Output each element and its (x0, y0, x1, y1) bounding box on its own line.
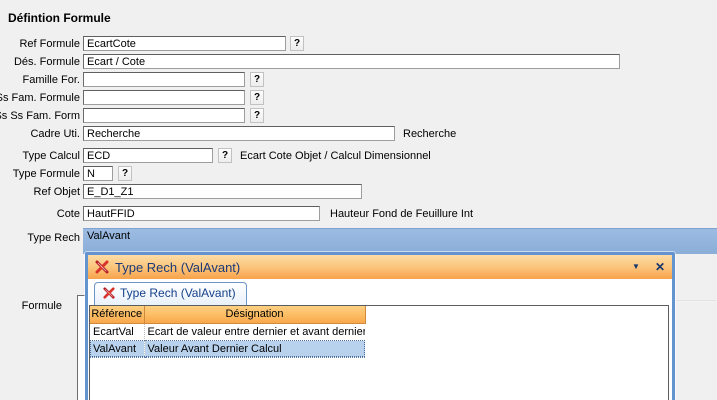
formule-field-edge (676, 300, 716, 302)
field-label: Famille For. (22, 74, 80, 86)
field-label: Cote (56, 208, 80, 220)
page-title: Défintion Formule (8, 11, 111, 25)
popup-tabstrip: Type Rech (ValAvant) (88, 279, 672, 305)
popup-window: Type Rech (ValAvant) ▼ ✕ Type Rech (ValA… (85, 252, 675, 400)
form-row-ss-ss-fam-form: Ss Ss Fam. Form ? (0, 108, 717, 124)
form-row-ref-formule: Ref Formule EcartCote ? (0, 36, 717, 52)
cell-reference[interactable]: EcartVal (90, 323, 145, 341)
form-row-cadre-uti: Cadre Uti. Recherche Recherche (0, 126, 717, 142)
cadre-uti-description: Recherche (403, 128, 457, 140)
cote-description: Hauteur Fond de Feuillure Int (330, 208, 474, 220)
type-formule-field[interactable]: N (83, 166, 113, 181)
tab-type-rech[interactable]: Type Rech (ValAvant) (94, 282, 247, 305)
field-label: Ss Ss Fam. Form (0, 110, 80, 122)
help-button[interactable]: ? (250, 108, 264, 123)
table-row[interactable]: EcartVal Ecart de valeur entre dernier e… (90, 323, 365, 341)
type-calcul-description: Ecart Cote Objet / Calcul Dimensionnel (240, 150, 431, 162)
field-label: Type Formule (12, 168, 80, 180)
field-label: Dés. Formule (13, 56, 80, 68)
field-label: Ref Formule (19, 38, 80, 50)
tab-label: Type Rech (ValAvant) (120, 286, 236, 300)
form-row-cote: Cote HautFFID Hauteur Fond de Feuillure … (0, 206, 717, 222)
column-header-reference[interactable]: Référence (90, 306, 145, 324)
help-button[interactable]: ? (250, 72, 264, 87)
type-rech-table: Référence Désignation EcartVal Ecart de … (90, 306, 366, 358)
famille-for-field[interactable] (83, 72, 245, 87)
popup-content-panel: Référence Désignation EcartVal Ecart de … (89, 305, 669, 400)
form-row-des-formule: Dés. Formule Ecart / Cote (0, 54, 717, 70)
form-row-type-calcul: Type Calcul ECD ? Ecart Cote Objet / Cal… (0, 148, 717, 164)
cote-field[interactable]: HautFFID (83, 206, 320, 221)
cell-designation[interactable]: Ecart de valeur entre dernier et avant d… (144, 323, 365, 341)
field-label: Type Calcul (22, 150, 80, 162)
help-button[interactable]: ? (218, 148, 232, 163)
ref-formule-field[interactable]: EcartCote (83, 36, 286, 51)
formule-label: Formule (21, 300, 62, 312)
field-label: Ref Objet (33, 186, 80, 198)
form-row-type-formule: Type Formule N ? (0, 166, 717, 182)
formule-textarea[interactable] (77, 295, 85, 400)
table-row-selected[interactable]: ValAvant Valeur Avant Dernier Calcul (90, 340, 365, 358)
tools-icon (103, 287, 115, 299)
ss-ss-fam-form-field[interactable] (83, 108, 245, 123)
form-row-ref-objet: Ref Objet E_D1_Z1 (0, 184, 717, 200)
cell-designation[interactable]: Valeur Avant Dernier Calcul (144, 340, 365, 358)
close-icon[interactable]: ✕ (654, 260, 665, 274)
field-label: Ss Fam. Formule (0, 92, 80, 104)
form-row-famille-for: Famille For. ? (0, 72, 717, 88)
help-button[interactable]: ? (250, 90, 264, 105)
form-row-ss-fam-formule: Ss Fam. Formule ? (0, 90, 717, 106)
des-formule-field[interactable]: Ecart / Cote (83, 54, 620, 69)
help-button[interactable]: ? (118, 166, 132, 181)
table-header-row: Référence Désignation (90, 306, 366, 324)
ss-fam-formule-field[interactable] (83, 90, 245, 105)
cadre-uti-field[interactable]: Recherche (83, 126, 395, 141)
field-label: Type Rech (27, 232, 80, 244)
popup-titlebar[interactable]: Type Rech (ValAvant) ▼ ✕ (88, 255, 672, 279)
cell-reference[interactable]: ValAvant (90, 340, 145, 358)
ref-objet-field[interactable]: E_D1_Z1 (83, 184, 362, 199)
collapse-icon[interactable]: ▼ (632, 262, 640, 271)
type-calcul-field[interactable]: ECD (83, 148, 213, 163)
popup-title: Type Rech (ValAvant) (115, 259, 241, 275)
help-button[interactable]: ? (290, 36, 304, 51)
field-label: Cadre Uti. (30, 128, 80, 140)
tools-icon (95, 260, 109, 274)
column-header-designation[interactable]: Désignation (144, 306, 366, 324)
type-rech-selected-value[interactable]: ValAvant (83, 228, 717, 254)
